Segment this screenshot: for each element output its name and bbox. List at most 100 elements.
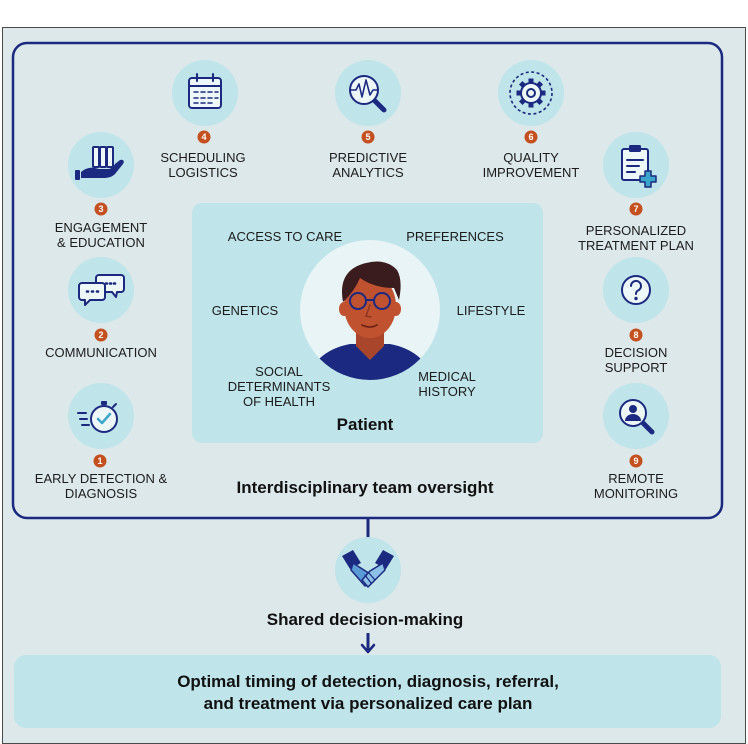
component-label-line-1: COMMUNICATION: [45, 345, 157, 360]
outcome-line-1: Optimal timing of detection, diagnosis, …: [177, 672, 559, 691]
outcome-box-background: [14, 655, 721, 728]
book-1: [92, 146, 100, 168]
number-badge: [93, 454, 107, 468]
factor-preferences: PREFERENCES: [406, 229, 504, 244]
outcome-line-2: and treatment via personalized care plan: [204, 694, 533, 713]
gear-tooth: [528, 101, 534, 108]
component-label-line-1: PREDICTIVE: [329, 150, 407, 165]
factor-medical-history-line-2: HISTORY: [418, 384, 476, 399]
question-circle: [621, 275, 651, 305]
icon-background: [335, 537, 401, 603]
outcome-box: Optimal timing of detection, diagnosis, …: [14, 655, 721, 728]
component-label-line-2: SUPPORT: [605, 360, 668, 375]
factor-social-determinants-line-3: OF HEALTH: [243, 394, 315, 409]
avatar-hair: [341, 261, 401, 302]
hand-fingers: [364, 571, 376, 584]
component-3-engagement-education: 3 ENGAGEMENT & EDUCATION: [55, 132, 148, 250]
gear-tooth: [528, 78, 534, 85]
component-8-decision-support: 8 DECISION SUPPORT: [603, 257, 669, 375]
right-hand: [361, 562, 386, 588]
magnifier-handle: [640, 420, 655, 435]
speech-bubble-front: [78, 282, 106, 306]
avatar-nose: [364, 304, 372, 318]
number-badge-label: 4: [201, 132, 206, 142]
component-label-line-1: QUALITY: [503, 150, 559, 165]
number-badge: [197, 130, 211, 144]
component-label-line-2: LOGISTICS: [168, 165, 238, 180]
factor-social-determinants-line-2: DETERMINANTS: [228, 379, 331, 394]
number-badge-label: 2: [98, 330, 103, 340]
avatar-neck: [356, 330, 384, 360]
stopwatch-check: [96, 412, 112, 425]
component-label-line-1: SCHEDULING: [160, 150, 245, 165]
oversight-label: Interdisciplinary team oversight: [237, 478, 494, 497]
hand-cuff: [75, 170, 80, 180]
component-label-line-2: & EDUCATION: [57, 235, 145, 250]
number-badge-label: 1: [97, 456, 102, 466]
component-label-line-2: DIAGNOSIS: [65, 486, 138, 501]
number-badge: [361, 130, 375, 144]
component-label-line-1: EARLY DETECTION &: [35, 471, 168, 486]
avatar-figure: [306, 261, 434, 380]
avatar-mouth: [361, 324, 378, 328]
component-2-communication: 2 COMMUNICATION: [45, 257, 157, 360]
component-5-predictive-analytics: 5 PREDICTIVE ANALYTICS: [329, 60, 407, 180]
clipboard-plus-icon: [621, 145, 657, 188]
gear-dashed-ring: [509, 71, 553, 115]
number-badge-label: 8: [633, 330, 638, 340]
component-9-remote-monitoring: 9 REMOTE MONITORING: [594, 383, 678, 501]
stopwatch-speed-lines: [77, 412, 90, 426]
number-badge: [629, 202, 643, 216]
factor-medical-history-line-1: MEDICAL: [418, 369, 476, 384]
hand: [81, 159, 124, 178]
calendar-grid: [193, 91, 219, 104]
number-badge-label: 3: [98, 204, 103, 214]
gear-hub: [526, 88, 536, 98]
number-badge: [524, 130, 538, 144]
number-badge-label: 5: [365, 132, 370, 142]
factor-lifestyle: LIFESTYLE: [457, 303, 526, 318]
factor-genetics: GENETICS: [212, 303, 279, 318]
person-shoulders: [625, 414, 641, 421]
component-label-line-2: IMPROVEMENT: [483, 165, 580, 180]
patient-panel: ACCESS TO CARE PREFERENCES GENETICS LIFE…: [192, 203, 543, 443]
stopwatch-side-button: [112, 403, 117, 408]
question-hook: [629, 279, 642, 295]
question-mark-icon: [621, 275, 651, 305]
patient-title: Patient: [337, 415, 394, 434]
handshake-icon: [342, 550, 394, 588]
component-4-scheduling-logistics: 4 SCHEDULING LOGISTICS: [160, 60, 246, 180]
speech-bubbles-icon: [78, 274, 125, 306]
calendar-icon: [188, 73, 222, 109]
component-7-personalized-treatment-plan: 7 PERSONALIZED TREATMENT PLAN: [578, 132, 694, 253]
magnifier-waveform-icon: [349, 75, 387, 113]
speech-bubble-dots: [85, 282, 117, 293]
number-badge-label: 9: [633, 456, 638, 466]
component-label-line-1: DECISION: [605, 345, 668, 360]
gear-icon: [509, 71, 553, 115]
component-label-line-2: MONITORING: [594, 486, 678, 501]
component-label-line-1: ENGAGEMENT: [55, 220, 148, 235]
magnifier-person-icon: [619, 399, 655, 435]
question-dot: [634, 296, 638, 301]
magnifier-handle: [371, 97, 387, 113]
shared-decision-label: Shared decision-making: [267, 610, 464, 629]
number-badge: [629, 328, 643, 342]
component-6-quality-improvement: 6 QUALITY IMPROVEMENT: [483, 60, 580, 180]
patient-avatar: [300, 240, 440, 380]
clipboard-lines: [626, 159, 644, 173]
plus-sign: [639, 170, 657, 188]
stopwatch-icon: [77, 401, 118, 433]
shared-decision-section: Shared decision-making: [267, 518, 464, 654]
factor-social-determinants-line-1: SOCIAL: [255, 364, 303, 379]
factor-access-to-care: ACCESS TO CARE: [228, 229, 343, 244]
component-label-line-2: TREATMENT PLAN: [578, 238, 694, 253]
component-1-early-detection: 1 EARLY DETECTION & DIAGNOSIS: [35, 383, 168, 501]
person-head: [629, 405, 637, 413]
calendar-rings: [196, 73, 214, 82]
gear-body: [520, 82, 542, 104]
hand-with-books-icon: [75, 146, 124, 180]
number-badge: [94, 202, 108, 216]
component-label-line-1: PERSONALIZED: [586, 223, 686, 238]
